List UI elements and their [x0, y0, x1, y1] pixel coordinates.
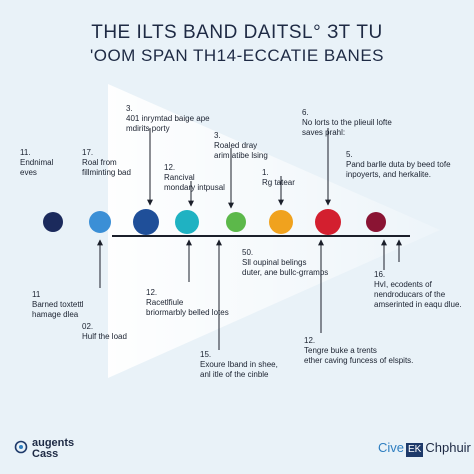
bottom-label-2-number: 02.	[82, 322, 94, 331]
bottom-label-7-line-1: HvI, ecodents of	[374, 280, 432, 289]
bottom-label-5: 50. Sll oupinal belings duter, ane bullc…	[242, 248, 328, 278]
bottom-label-3-line-1: Racetlfiule	[146, 298, 184, 307]
bottom-label-4: 15. Exoure Iband in shee, anl itle of th…	[200, 350, 278, 380]
bottom-label-1-number: 11	[32, 290, 41, 299]
footer-left-line-1: augents	[32, 437, 75, 449]
title-line-1: THE ILTS BAND DAITSL° ЗТ TU	[91, 22, 383, 43]
band-label-3-line-1: 401 inrymtad baige ape	[126, 114, 210, 123]
band-label-2: 17. Roal from fillminting bad	[82, 148, 131, 178]
bottom-label-6: 12. Tengre buke a trents ether caving fu…	[304, 336, 413, 366]
bottom-label-7-number: 16.	[374, 270, 386, 279]
band-marker-2	[89, 211, 111, 233]
band-label-3: 3. 401 inrymtad baige ape mdirits porty	[126, 104, 210, 134]
band-label-8-line-2: inpoyerts, and herkalite.	[346, 170, 431, 179]
band-label-4: 12. Rancival mondary intpusal	[164, 163, 225, 193]
band-label-5-line-2: arim atibe lsing	[214, 151, 268, 160]
bottom-label-3: 12. Racetlfiule briormarbly belled lotes	[146, 288, 229, 318]
band-marker-3	[133, 209, 159, 235]
band-label-2-line-1: Roal from	[82, 158, 117, 167]
band-label-8-line-1: Pand barlle duta by beed tofe	[346, 160, 451, 169]
bottom-label-7-line-3: amserinted in eaqu dlue.	[374, 300, 462, 309]
band-label-3-number: 3.	[126, 104, 133, 113]
bottom-label-5-line-2: duter, ane bullc-grramps	[242, 268, 329, 277]
band-label-2-line-2: fillminting bad	[82, 168, 131, 177]
footer-right-badge: EK	[406, 443, 424, 457]
band-label-8-number: 5.	[346, 150, 353, 159]
band-label-4-line-1: Rancival	[164, 173, 195, 182]
title-line-2: 'OOM SPAN TH14-ECCATIE BANES	[89, 46, 385, 65]
bottom-label-4-number: 15.	[200, 350, 212, 359]
band-marker-6	[269, 210, 293, 234]
bottom-label-1-line-2: hamage dlea	[32, 310, 79, 319]
band-label-7-number: 6.	[302, 108, 309, 117]
band-label-1: 11. Endnimal eves	[20, 148, 53, 178]
footer-left-line-2: Cass	[32, 448, 59, 460]
band-marker-4	[175, 210, 199, 234]
band-label-5-line-1: Roaled dray	[214, 141, 258, 150]
bottom-label-3-number: 12.	[146, 288, 158, 297]
band-label-6-number: 1.	[262, 168, 269, 177]
band-label-1-line-2: eves	[20, 168, 37, 177]
band-label-6: 1. Rg tatear	[262, 168, 295, 188]
bottom-label-7: 16. HvI, ecodents of nendroducars of the…	[374, 270, 462, 310]
bottom-label-7-line-2: nendroducars of the	[374, 290, 446, 299]
band-marker-7	[315, 209, 341, 235]
bottom-label-5-line-1: Sll oupinal belings	[242, 258, 307, 267]
band-marker-1	[43, 212, 63, 232]
band-label-4-number: 12.	[164, 163, 176, 172]
band-label-7: 6. No lorts to the plieuil lofte saves p…	[302, 108, 392, 138]
band-label-5-number: 3.	[214, 131, 221, 140]
bottom-label-6-number: 12.	[304, 336, 316, 345]
bottom-label-5-number: 50.	[242, 248, 254, 257]
band-label-1-number: 11.	[20, 148, 31, 157]
bottom-label-4-line-1: Exoure Iband in shee,	[200, 360, 278, 369]
band-markers	[43, 209, 386, 235]
logo-icon	[14, 440, 28, 454]
band-label-1-line-1: Endnimal	[20, 158, 54, 167]
band-label-6-line-1: Rg tatear	[262, 178, 295, 187]
band-label-5: 3. Roaled dray arim atibe lsing	[214, 131, 268, 161]
connectors	[97, 128, 402, 350]
band-label-7-line-1: No lorts to the plieuil lofte	[302, 118, 392, 127]
band-label-2-number: 17.	[82, 148, 94, 157]
footer-right-text-b: Chphuir	[425, 440, 471, 455]
footer-right-text-a: Cive	[378, 440, 405, 455]
bottom-label-6-line-2: ether caving funcess of elspits.	[304, 356, 414, 365]
band-label-7-line-2: saves prahl:	[302, 128, 346, 137]
bottom-label-1: 11 Barned toxtettl hamage dlea	[32, 290, 84, 320]
bottom-label-1-line-1: Barned toxtettl	[32, 300, 84, 309]
band-marker-5	[226, 212, 246, 232]
band-label-4-line-2: mondary intpusal	[164, 183, 225, 192]
bottom-label-3-line-2: briormarbly belled lotes	[146, 308, 229, 317]
band-label-3-line-2: mdirits porty	[126, 124, 170, 133]
bottom-label-2-line-1: Hulf the load	[82, 332, 127, 341]
bottom-label-2: 02. Hulf the load	[82, 322, 127, 342]
band-label-8: 5. Pand barlle duta by beed tofe inpoyer…	[346, 150, 451, 180]
bottom-label-6-line-1: Tengre buke a trents	[304, 346, 377, 355]
band-marker-8	[366, 212, 386, 232]
bottom-label-4-line-2: anl itle of the cinble	[200, 370, 269, 379]
